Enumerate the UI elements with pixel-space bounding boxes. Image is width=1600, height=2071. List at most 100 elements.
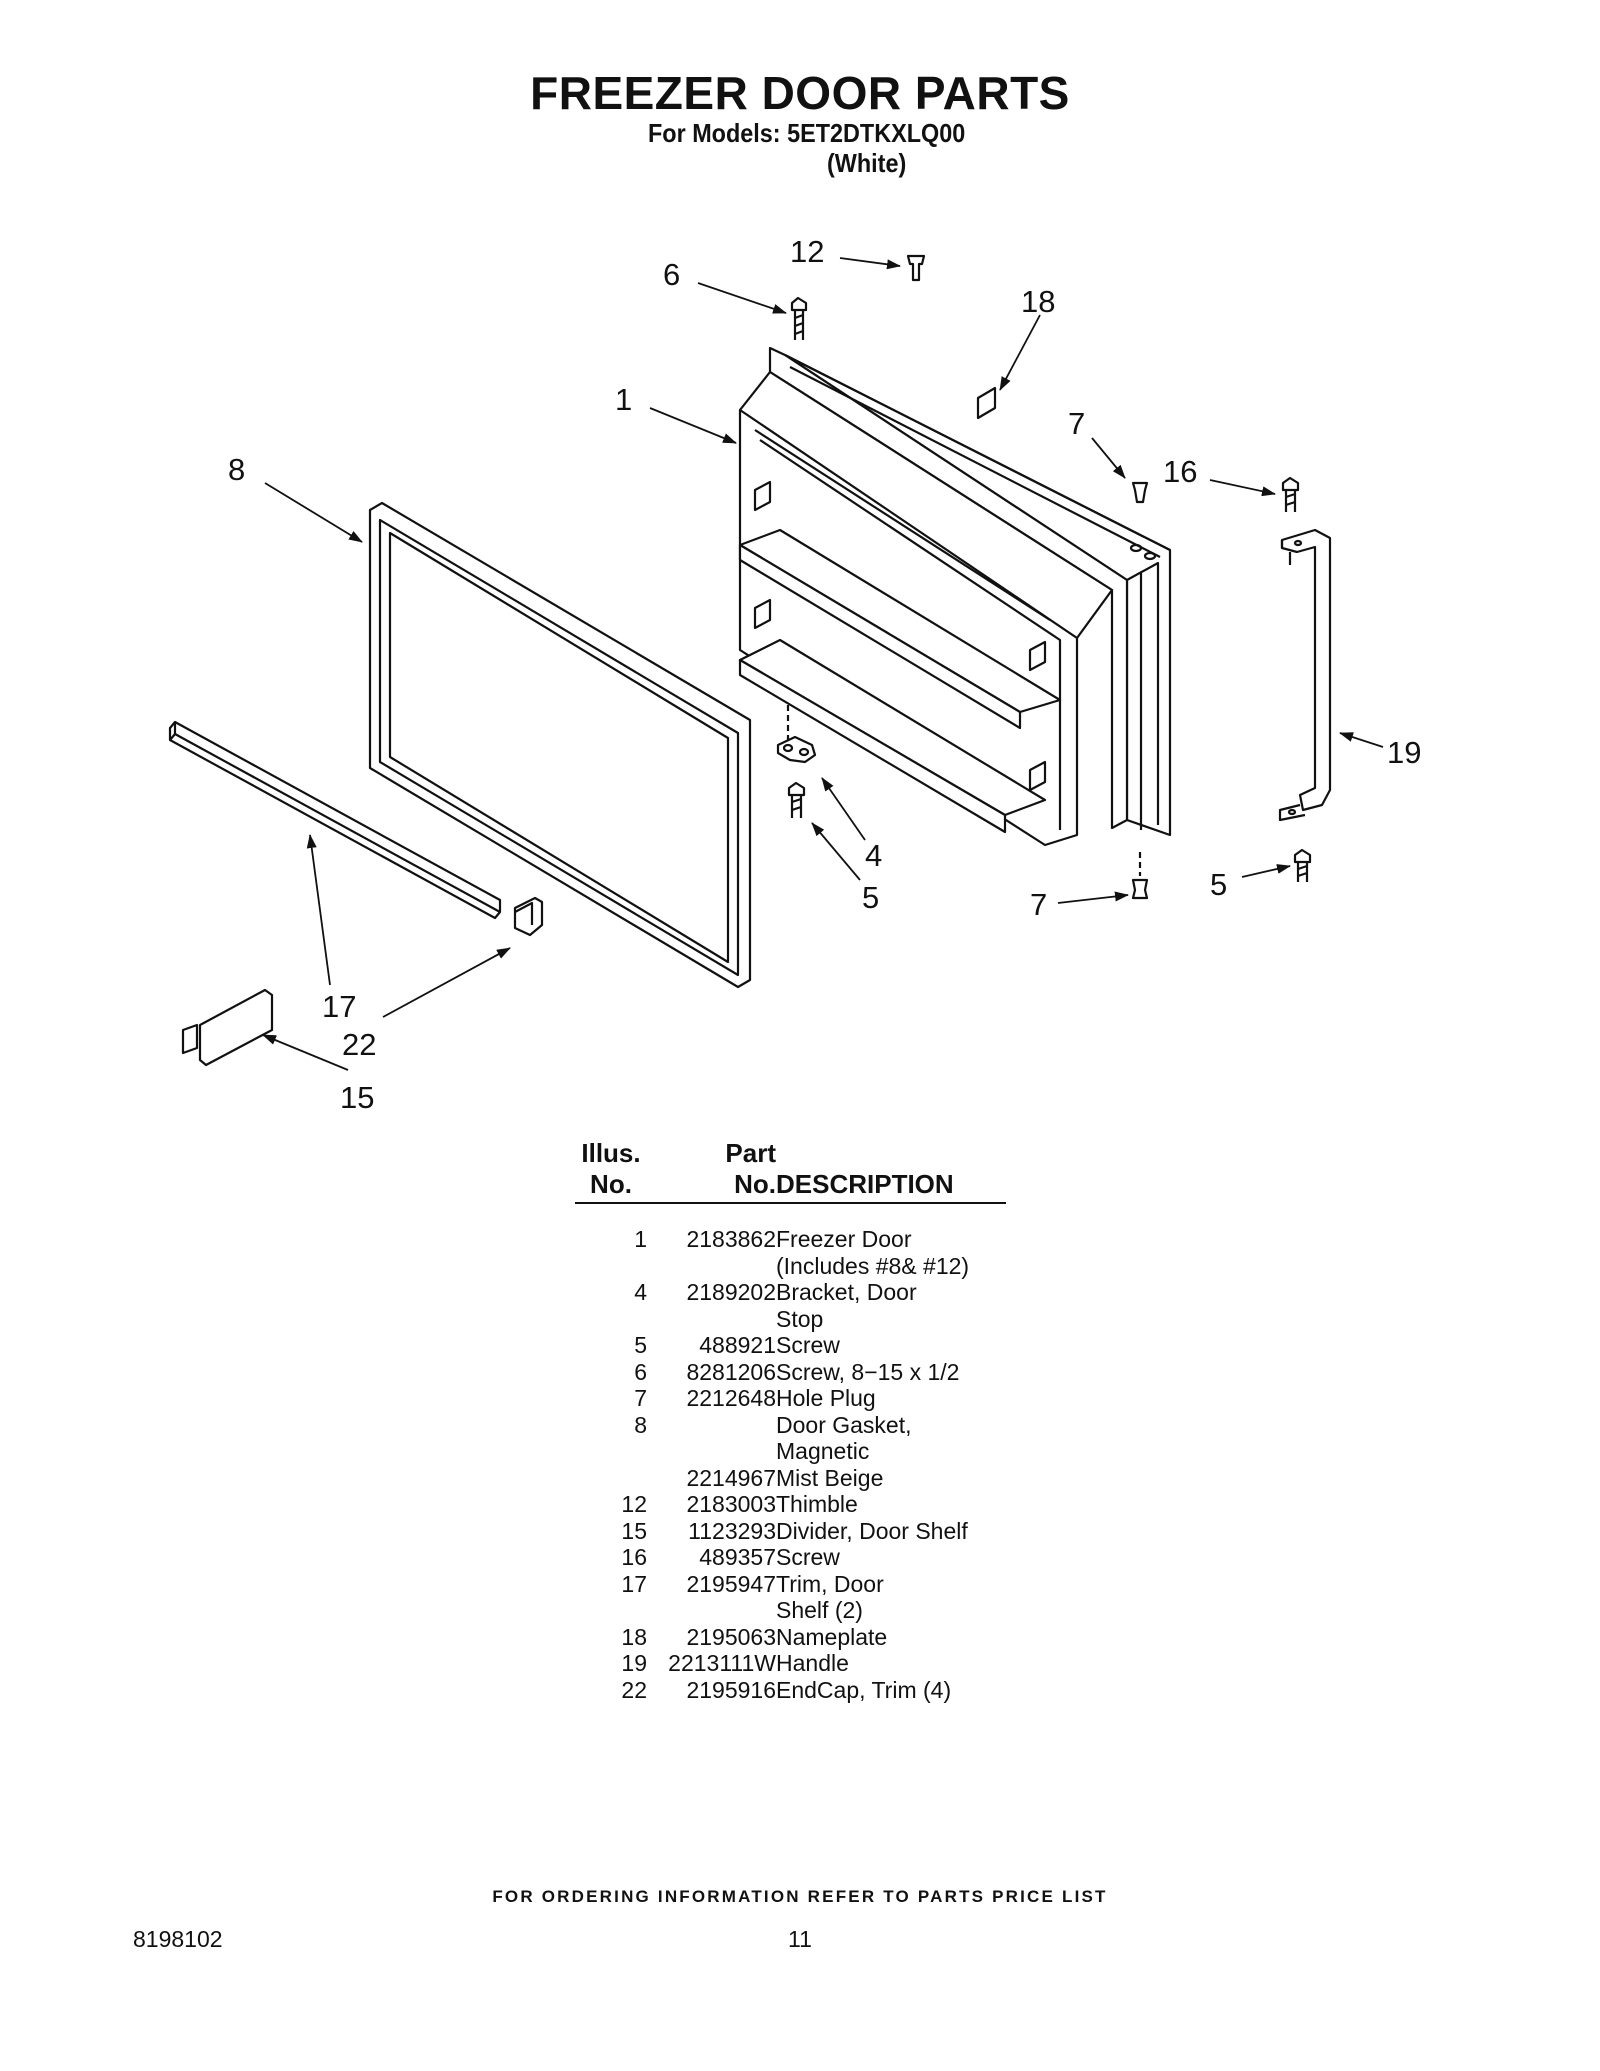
page-title: FREEZER DOOR PARTS (530, 67, 1070, 119)
screw-5-right-drawing (1293, 848, 1312, 882)
callout-5-right: 5 (1210, 867, 1227, 902)
part-no (647, 1438, 776, 1465)
callout-8: 8 (228, 452, 245, 487)
part-no: 2195063 (686, 1623, 776, 1650)
part-no: 2183862 (686, 1226, 776, 1252)
description: Screw (776, 1544, 840, 1570)
illus-no: 7 (634, 1385, 647, 1411)
header-illus-top: Illus. (581, 1138, 641, 1168)
header-description: DESCRIPTION (776, 1169, 1006, 1204)
description: (Includes #8& #12) (776, 1252, 970, 1279)
part-no (647, 1412, 776, 1439)
shelf-trim-drawing (168, 720, 502, 920)
description: Trim, Door (776, 1570, 884, 1597)
shelf-divider-drawing (181, 988, 274, 1067)
callout-15: 15 (340, 1080, 374, 1115)
description: Hole Plug (776, 1385, 876, 1411)
part-no: 2189202 (686, 1279, 776, 1305)
screw-5-left-drawing (787, 781, 806, 818)
description: EndCap, Trim (4) (776, 1676, 952, 1703)
illus-no: 16 (621, 1544, 647, 1570)
table-row: (Includes #8& #12) (575, 1253, 1006, 1280)
models-line: For Models: 5ET2DTKXLQ00 (648, 118, 966, 148)
callout-4: 4 (865, 838, 882, 873)
part-no: 489357 (699, 1544, 776, 1570)
part-no: 2183003 (686, 1491, 776, 1517)
part-no: 488921 (699, 1332, 776, 1358)
illus-no: 8 (634, 1411, 647, 1438)
document-number: 8198102 (133, 1926, 223, 1952)
table-row: Shelf (2) (575, 1597, 1006, 1624)
part-no (647, 1306, 776, 1333)
callout-1: 1 (615, 382, 632, 417)
callout-6: 6 (663, 257, 680, 292)
description: Stop (776, 1305, 824, 1332)
part-no: 2195947 (686, 1570, 776, 1597)
description: Bracket, Door (776, 1279, 917, 1305)
part-no: 2212648 (686, 1385, 776, 1411)
callout-19: 19 (1387, 735, 1421, 770)
description: Screw, 8−15 x 1/2 (776, 1358, 960, 1385)
callout-5-left: 5 (862, 880, 879, 915)
illus-no: 1 (634, 1226, 647, 1252)
callout-7-bottom: 7 (1030, 887, 1047, 922)
page-number: 11 (788, 1926, 812, 1952)
illus-no: 15 (621, 1517, 647, 1544)
description: Nameplate (776, 1623, 888, 1650)
part-no: 8281206 (686, 1358, 776, 1385)
thimble-drawing (906, 254, 926, 282)
screw-16-drawing (1281, 476, 1300, 512)
table-row: Magnetic (575, 1438, 1006, 1465)
illus-no: 17 (621, 1570, 647, 1597)
part-no: 1123293 (688, 1517, 776, 1544)
header-illus-bottom: No. (575, 1169, 647, 1204)
header-part-bottom: No. (647, 1169, 776, 1204)
illus-no (575, 1597, 647, 1624)
door-gasket-drawing (368, 501, 752, 989)
description: Thimble (776, 1491, 858, 1517)
callout-7-top: 7 (1068, 406, 1085, 441)
illus-no (575, 1306, 647, 1333)
header-part-top: Part (725, 1138, 776, 1168)
illus-no: 6 (634, 1358, 647, 1385)
ordering-note: FOR ORDERING INFORMATION REFER TO PARTS … (492, 1887, 1108, 1906)
handle-drawing (1278, 528, 1332, 822)
illus-no: 12 (621, 1491, 647, 1517)
illus-no (575, 1465, 647, 1492)
description: Divider, Door Shelf (776, 1517, 968, 1544)
description: Shelf (2) (776, 1597, 863, 1623)
exploded-parts-diagram: 12 6 18 1 7 16 8 19 4 5 7 5 17 22 15 (168, 234, 1421, 1115)
callout-18: 18 (1021, 284, 1055, 319)
nameplate-drawing (976, 386, 997, 420)
illus-no: 18 (621, 1623, 647, 1650)
callout-17: 17 (322, 989, 356, 1024)
table-row: 8 Door Gasket, (575, 1412, 1006, 1439)
illus-no: 22 (621, 1676, 647, 1703)
part-no (647, 1253, 776, 1280)
screw-6-drawing (790, 296, 808, 340)
illus-no: 4 (634, 1279, 647, 1305)
callout-12: 12 (790, 234, 824, 269)
description: Magnetic (776, 1438, 870, 1464)
illus-no (575, 1253, 647, 1280)
parts-table: Illus. Part No. No. DESCRIPTION 1 2183862… (575, 1138, 1006, 1703)
description: Door Gasket, (776, 1411, 912, 1438)
illus-no (575, 1438, 647, 1465)
illus-no: 19 (621, 1650, 647, 1676)
part-no: 2195916 (686, 1676, 776, 1703)
bracket-drawing (776, 705, 817, 764)
freezer-door-drawing (738, 346, 1172, 847)
description: Mist Beige (776, 1464, 884, 1491)
